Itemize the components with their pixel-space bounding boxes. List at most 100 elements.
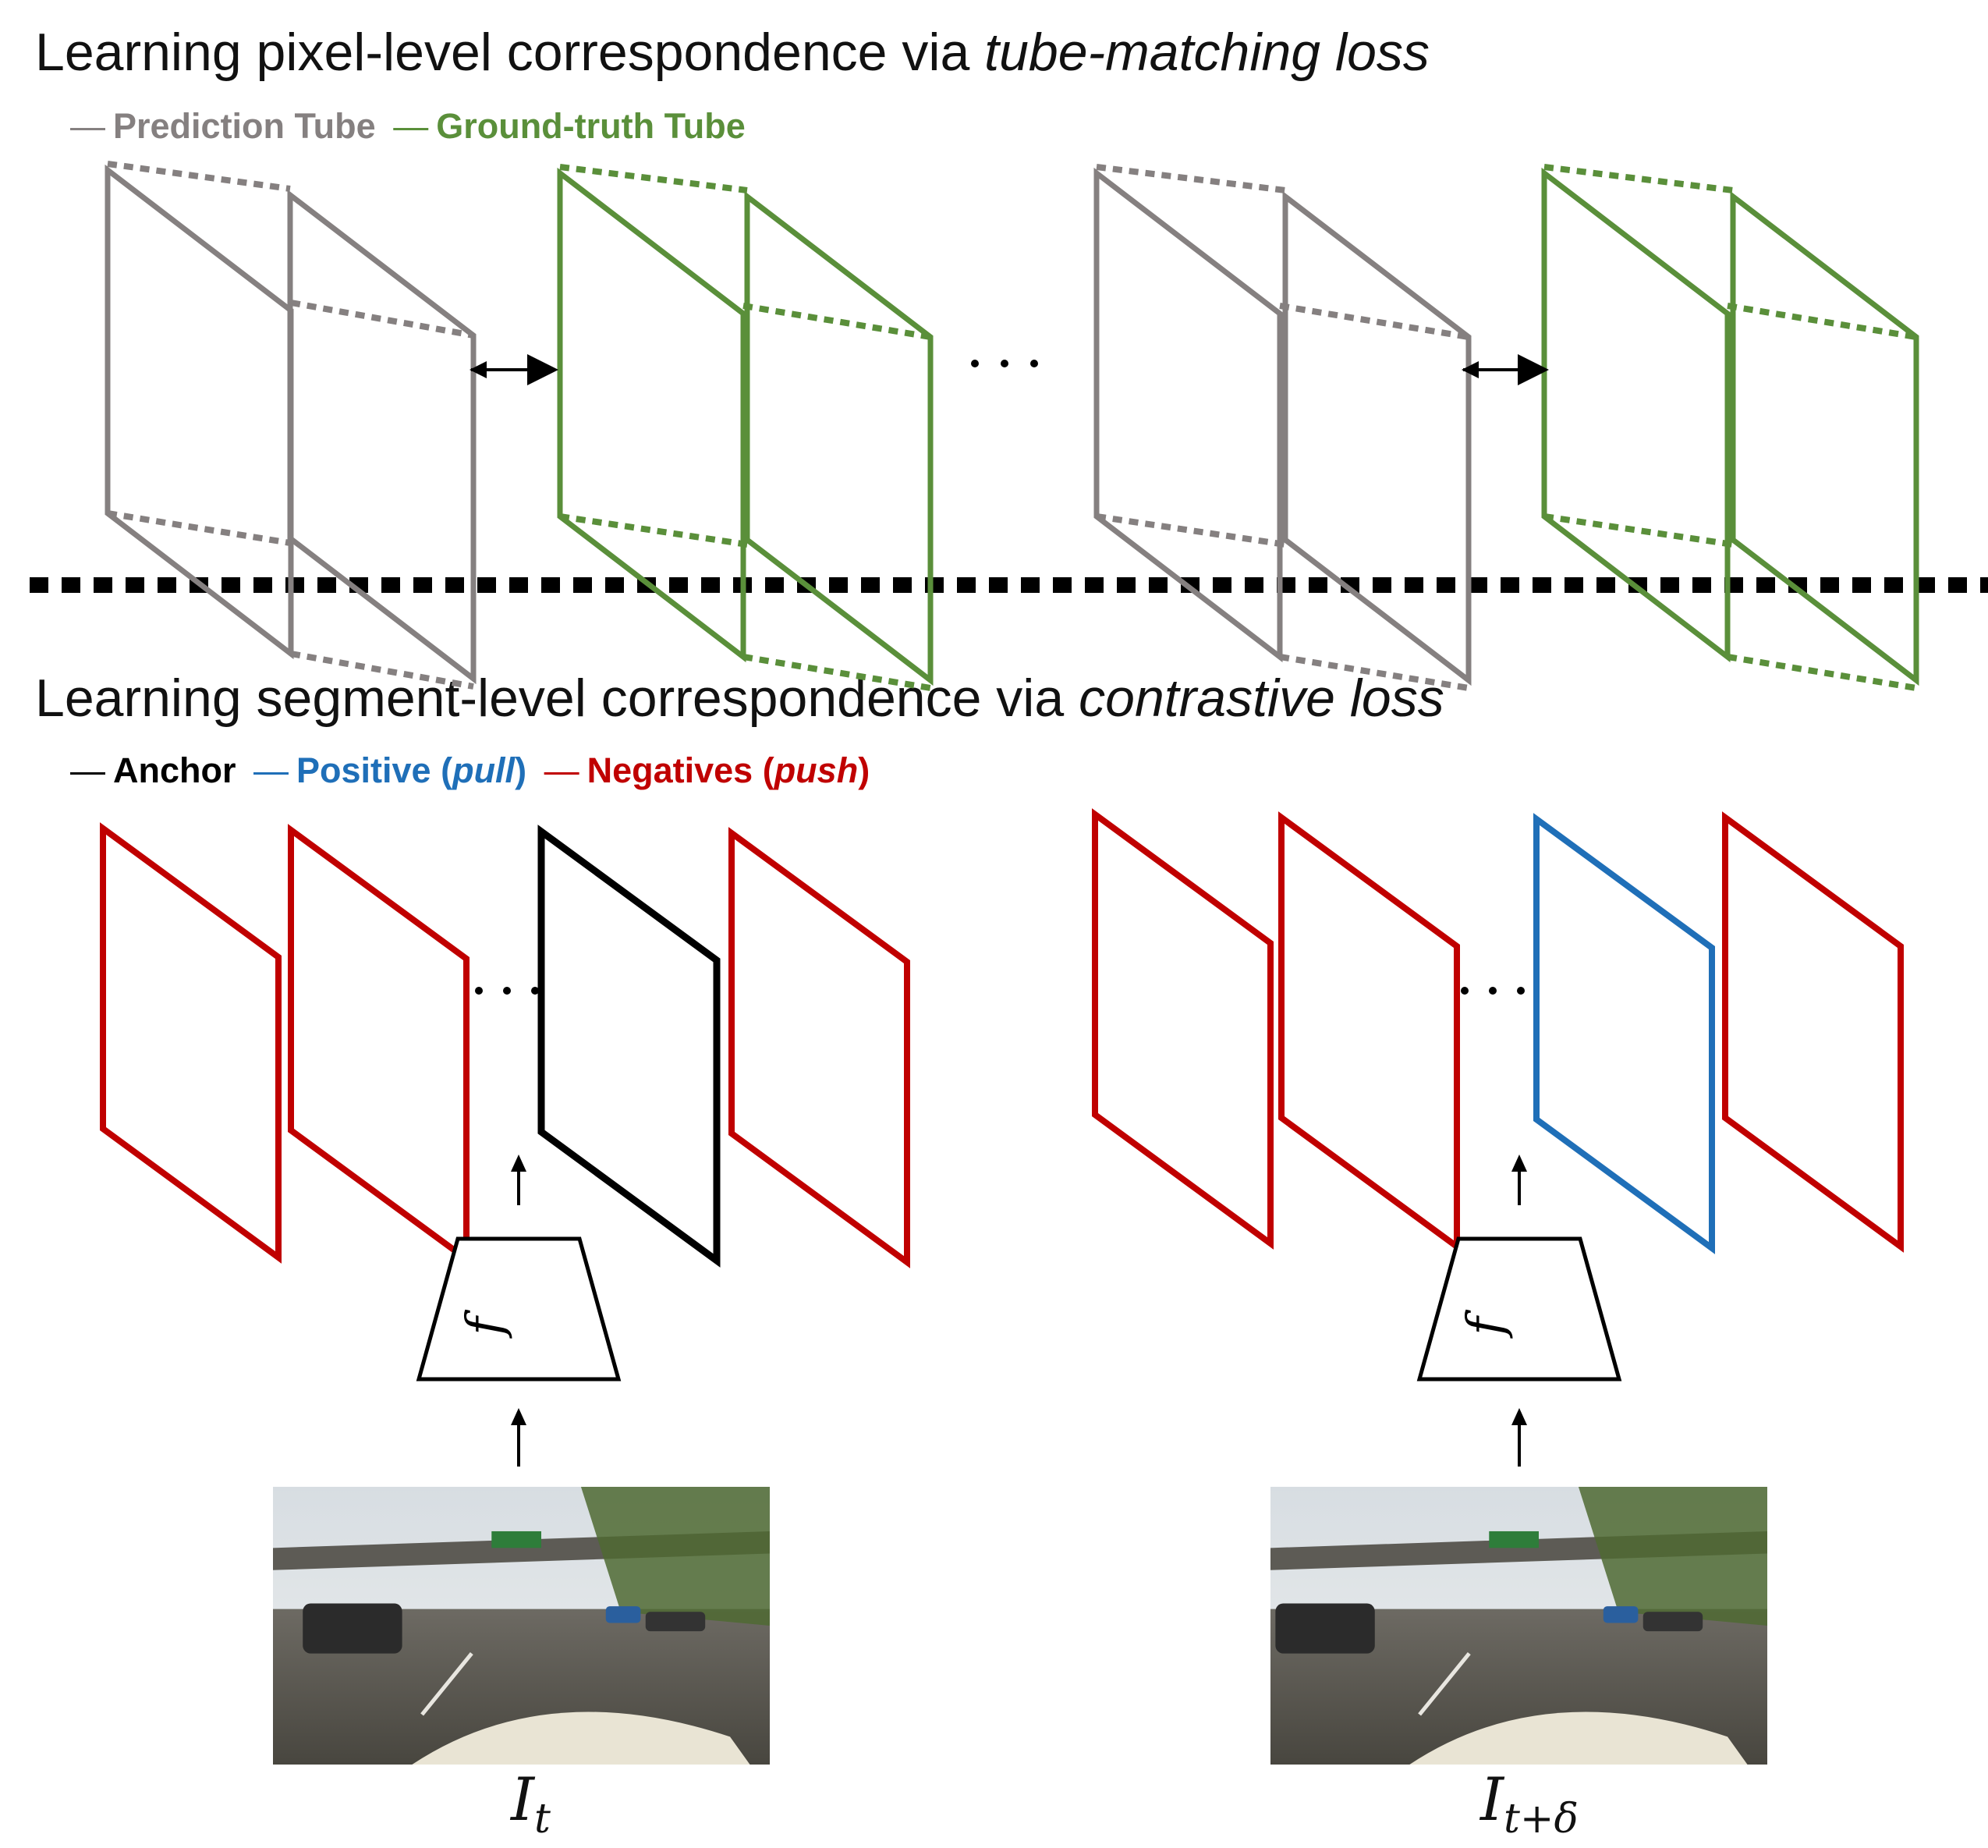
photo-lane-mark [420,1652,473,1716]
prediction-tube-1-frame-2 [287,189,477,685]
frame-overpass [1097,276,1280,465]
frame-lane-mark [1769,1030,1798,1118]
frame-trees [1642,927,1712,1129]
frame-trees [1395,315,1469,543]
up-arrow-icon [1511,1155,1527,1172]
tube-edge-top-right [290,300,474,339]
frame-border [288,824,470,1265]
frame-overpass [1095,905,1270,1076]
ellipsis-icon [1030,360,1038,367]
negative-frame-2 [288,824,470,1265]
frame-overpass [108,273,291,462]
frame-overpass [560,276,743,465]
frame-road [1281,949,1457,1247]
frame-vehicle [301,341,338,403]
frame-trees [396,938,466,1140]
frame-border [744,190,934,686]
frame-overpass [1725,908,1901,1079]
frame-lane-mark [793,438,824,537]
frame-vehicle [119,316,155,378]
frame-vehicle [1736,945,1771,1002]
frame-lane-mark [335,1042,364,1130]
tube-edge-top-left [559,164,748,193]
negative-frame-6 [1722,811,1904,1253]
frame-lane-mark [1139,1027,1168,1115]
car-segment [1555,261,1614,374]
legend-negative-prefix: Negatives ( [586,750,774,790]
frame-vehicle [114,956,149,1013]
up-arrow-icon [511,1155,526,1172]
frame-overpass [541,922,717,1093]
frame-lane-mark [775,1045,805,1133]
frame-overpass [291,920,466,1091]
orange-segment [1095,814,1270,1009]
frame-overpass [1285,300,1469,488]
frame-road [290,346,473,679]
tube-edge-bottom-right [290,651,474,690]
orange-segment [108,170,291,386]
up-arrow-icon [511,1408,526,1425]
frame-trees [1830,925,1901,1127]
frame-trees [647,939,717,1141]
frame-trees [400,314,473,541]
frame-trees [218,289,291,516]
car-segment [858,1079,886,1130]
frame-lane-mark [1325,1030,1355,1118]
double-arrow-icon-head [470,361,487,378]
purple-segment [291,944,466,1217]
legend-anchor-dash: — [70,750,105,790]
frame-road [1725,949,1901,1247]
frame-car-hood [1129,486,1254,637]
frame-car-hood [573,1106,693,1243]
frame-car-hood [1313,1092,1433,1229]
legend-anchor-label: Anchor [113,750,236,790]
legend-ground-truth-label: Ground-truth Tube [436,106,746,146]
ellipsis-icon [971,360,979,367]
frame-lane-mark [147,1041,176,1129]
frame-overpass [747,300,930,488]
frame-road [1285,348,1469,680]
section1-title-prefix: Learning pixel-level correspondence via [35,23,985,82]
legend-ground-truth-dash: — [393,106,429,146]
frame-trees [857,315,930,543]
frame-lane-mark [1331,438,1363,537]
input-label-t-delta-sub: t+δ [1504,1796,1579,1843]
frame-border [1282,190,1472,686]
orange-segment [103,828,278,1023]
section1-title: Learning pixel-level correspondence via … [35,22,1430,83]
frame-road [103,960,278,1257]
photo-vehicle [605,1606,641,1623]
frame-road [560,325,743,657]
car-segment [1104,286,1155,387]
photo-car-hood [1409,1711,1748,1765]
ground-truth-tube-2-frame-2 [1730,190,1919,686]
prediction-tube-2-frame-2 [1282,190,1472,686]
input-image-t-delta [1270,1487,1767,1765]
frame-trees [670,292,743,520]
negative-frame-5 [1278,811,1460,1253]
frame-trees [1387,925,1457,1127]
photo-car-hood [412,1711,750,1765]
frame-overpass [732,924,907,1094]
photo-trees [580,1487,770,1626]
frame-road [747,348,930,680]
photo-trees [1578,1487,1767,1626]
legend-negative-label: Negatives (push) [587,750,870,790]
frame-overpass [103,919,278,1090]
photo-vehicle [1275,1603,1375,1654]
prediction-tube-1 [105,164,477,685]
ellipsis-icon [1517,987,1525,995]
frame-lane-mark [1143,414,1174,513]
frame-lane-mark [1590,414,1621,513]
frame-overpass [290,298,473,487]
frame-border [537,825,721,1268]
frame-border [1533,813,1715,1254]
photo-sign [1489,1531,1539,1548]
ellipsis-icon [1489,987,1497,995]
photo-vehicle [1603,1606,1639,1623]
frame-vehicle [571,319,608,381]
legend-positive-dash: — [253,750,289,790]
frame-road [1544,325,1728,657]
frame-trees [1200,922,1270,1124]
